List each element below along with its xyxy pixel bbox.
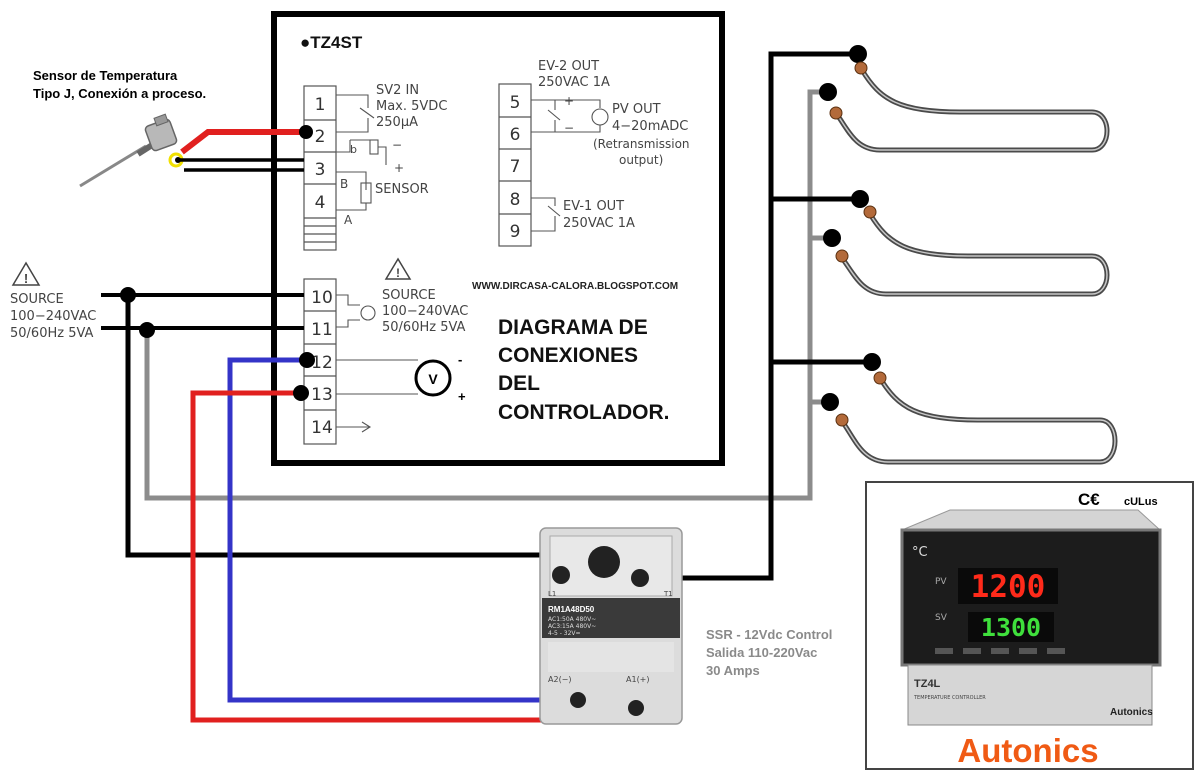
sensor-label-plus: +: [394, 161, 404, 175]
terminal-3: 3: [315, 160, 326, 180]
terminal-2: 2: [315, 127, 326, 147]
terminal-9: 9: [510, 222, 521, 242]
diagram-title-2: CONEXIONES: [498, 344, 638, 367]
pvout-label-3: (Retransmission: [593, 137, 690, 151]
pvout-label-2: 4−20mADC: [612, 119, 688, 134]
pvout-label-4: output): [619, 153, 663, 167]
terminal-10: 10: [311, 288, 333, 308]
controller-model: ●TZ4ST: [300, 33, 363, 52]
ev1-label-1: EV-1 OUT: [563, 199, 624, 214]
ssr-label-a1: A1(+): [626, 675, 650, 684]
junction-dots: [120, 45, 881, 411]
diagram-title-3: DEL: [498, 372, 540, 395]
ce-mark: C€: [1078, 490, 1100, 509]
pvout-label-1: PV OUT: [612, 102, 661, 117]
ssr-desc-2: Salida 110-220Vac: [706, 645, 817, 660]
website-label: WWW.DIRCASA-CALORA.BLOGSPOT.COM: [472, 281, 678, 292]
sv2-sensor-schematic: [336, 94, 387, 211]
heater-element-1: [829, 61, 1110, 153]
heater-element-2: [835, 205, 1110, 297]
ev1-label-2: 250VAC 1A: [563, 216, 635, 231]
sensor-label-text: SENSOR: [375, 182, 429, 197]
svg-text:!: !: [396, 266, 400, 280]
terminal-4: 4: [315, 193, 326, 213]
meter-plus: +: [458, 389, 466, 404]
sensor-label-B: B: [340, 177, 348, 191]
ssr-desc-3: 30 Amps: [706, 663, 760, 678]
thermocouple-icon: [79, 113, 184, 188]
terminal-8: 8: [510, 190, 521, 210]
ev2-label-1: EV-2 OUT: [538, 59, 599, 74]
svg-text:V: V: [428, 371, 438, 387]
terminal-12: 12: [311, 353, 333, 373]
terminal-14: 14: [311, 418, 333, 438]
ssr-spec-3: 4-5 - 32V=: [548, 630, 581, 637]
solid-state-relay: RM1A48D50 AC1:50A 480V~ AC3:15A 480V~ 4-…: [539, 527, 683, 725]
terminal-11: 11: [311, 320, 333, 340]
ssr-label-l1: L1: [548, 590, 556, 598]
sensor-label-2: Tipo J, Conexión a proceso.: [33, 86, 206, 101]
product-subtitle: TEMPERATURE CONTROLLER: [913, 695, 986, 701]
diagram-title-4: CONTROLADOR.: [498, 401, 670, 424]
ul-mark: cULus: [1124, 496, 1158, 508]
pv-display: 1200: [971, 569, 1046, 605]
source-label-3: 50/60Hz 5VA: [382, 320, 466, 335]
terminal-1: 1: [315, 95, 326, 115]
sv2-label-1: SV2 IN: [376, 83, 419, 98]
svg-text:!: !: [24, 271, 28, 286]
brand-logo: Autonics: [957, 732, 1098, 769]
ssr-desc-1: SSR - 12Vdc Control: [706, 627, 832, 642]
sv2-label-3: 250μA: [376, 115, 418, 130]
left-source-label-3: 50/60Hz 5VA: [10, 326, 94, 341]
terminal-13: 13: [311, 385, 333, 405]
pv-minus: −: [564, 121, 574, 135]
ev-pv-schematic: [531, 99, 609, 232]
sensor-label-A: A: [344, 213, 353, 227]
pv-label: PV: [935, 577, 947, 587]
source-label-1: SOURCE: [382, 288, 436, 303]
ssr-description: SSR - 12Vdc Control Salida 110-220Vac 30…: [706, 627, 832, 678]
ssr-model: RM1A48D50: [548, 605, 595, 614]
warning-icon: !: [11, 261, 41, 286]
terminal-6: 6: [510, 125, 521, 145]
sv-label: SV: [935, 613, 948, 623]
warning-icon: !: [384, 257, 412, 280]
ssr-spec-2: AC3:15A 480V~: [548, 623, 596, 630]
sensor-label-minus: −: [392, 138, 402, 152]
pv-plus: +: [564, 94, 574, 108]
terminal-5: 5: [510, 93, 521, 113]
voltmeter-icon: V: [414, 359, 452, 397]
heater-element-3: [835, 371, 1118, 465]
ssr-label-t1: T1: [663, 590, 673, 598]
terminal-7: 7: [510, 157, 521, 177]
controller-frame: [271, 11, 725, 466]
left-source-label-2: 100−240VAC: [10, 309, 96, 324]
unit-label: °C: [912, 545, 928, 560]
product-brand-small: Autonics: [1110, 707, 1153, 718]
ssr-spec-1: AC1:50A 480V~: [548, 616, 596, 623]
meter-minus: -: [458, 352, 462, 367]
diagram-title-1: DIAGRAMA DE: [498, 316, 648, 339]
ev2-label-2: 250VAC 1A: [538, 75, 610, 90]
sv2-label-2: Max. 5VDC: [376, 99, 447, 114]
product-photo: C€ cULus °C PV SV 1200 1300 TZ4L TEMPERA…: [865, 481, 1194, 770]
sensor: Sensor de Temperatura Tipo J, Conexión a…: [33, 68, 206, 188]
terminal-strip-upper-left: [303, 85, 337, 251]
sv-display: 1300: [981, 613, 1041, 642]
front-panel-buttons: [935, 648, 1065, 654]
sensor-label-b: b: [350, 143, 357, 156]
left-source: ! SOURCE 100−240VAC 50/60Hz 5VA: [10, 261, 96, 341]
controller-diagram: ●TZ4ST 1 2 3 4 SV2 IN: [271, 11, 725, 466]
ssr-label-a2: A2(−): [548, 675, 572, 684]
source-schematic: [336, 294, 418, 433]
source-label-2: 100−240VAC: [382, 304, 468, 319]
terminal-strip-upper-right: [498, 83, 532, 247]
product-model: TZ4L: [914, 678, 941, 690]
left-source-label-1: SOURCE: [10, 292, 64, 307]
sensor-label-1: Sensor de Temperatura: [33, 68, 178, 83]
